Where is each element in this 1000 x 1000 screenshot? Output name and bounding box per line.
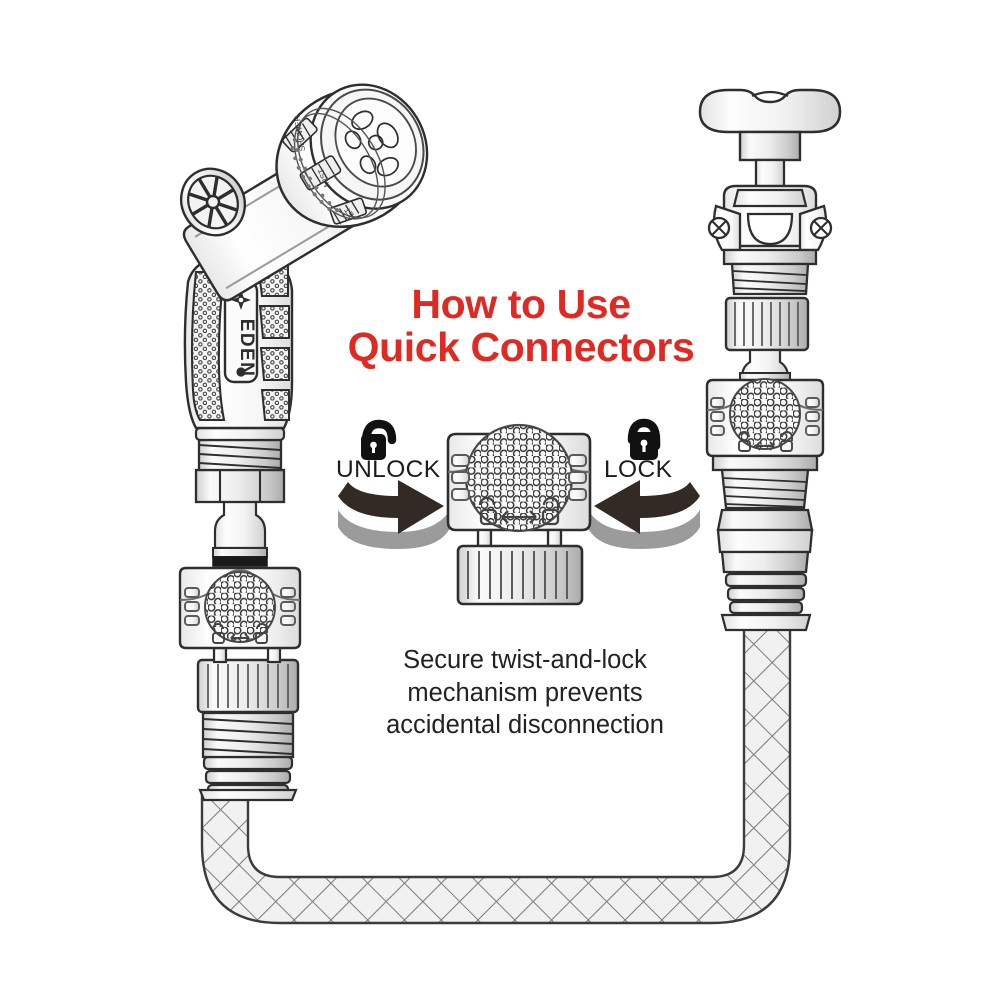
curved-arrow-right [338,480,452,549]
nozzle-rear-cap [179,167,247,237]
left-threaded-male-adapter [194,426,286,504]
page-title: How to Use Quick Connectors [330,281,712,371]
title-line-1: How to Use [411,281,631,327]
left-lock-indicator-icons [212,623,268,644]
right-strain-relief-collar [720,572,812,632]
center-quick-connector [446,423,592,606]
faucet-cross-screws [707,216,833,240]
center-lock-indicator-icons [478,496,560,526]
spray-nozzle: EDEN [179,83,429,430]
lock-label: LOCK [604,456,673,483]
left-connector-neck [212,646,282,664]
left-stem-o-ring [212,498,268,567]
caption-line-2: mechanism prevents [407,678,643,707]
open-padlock-icon [361,419,397,460]
left-ribbed-collar [196,658,300,714]
nozzle-brand-text: EDEN [236,319,257,377]
left-threaded-hose-coupling [201,711,295,759]
right-quick-connector [705,378,825,458]
instruction-caption: Secure twist-and-lock mechanism prevents… [330,644,720,742]
right-ribbed-collar-adapter [724,296,810,352]
caption-line-1: Secure twist-and-lock [403,646,647,674]
right-lock-indicator-icons [738,431,793,452]
right-threaded-male-coupling [711,454,819,510]
garden-hose [200,630,792,925]
left-strain-relief-collar [198,755,298,802]
outdoor-spigot [698,88,842,296]
caption-line-3: accidental disconnection [386,711,664,740]
closed-padlock-icon [627,418,661,460]
unlock-label: UNLOCK [336,456,441,483]
right-hex-nut-fitting [716,508,814,574]
left-quick-connector [178,566,302,650]
spray-head-dial: SHOWER MIST JET [275,83,429,229]
title-line-2: Quick Connectors [347,324,695,371]
curved-arrow-left [586,480,700,549]
compass-star-logo [231,290,251,310]
